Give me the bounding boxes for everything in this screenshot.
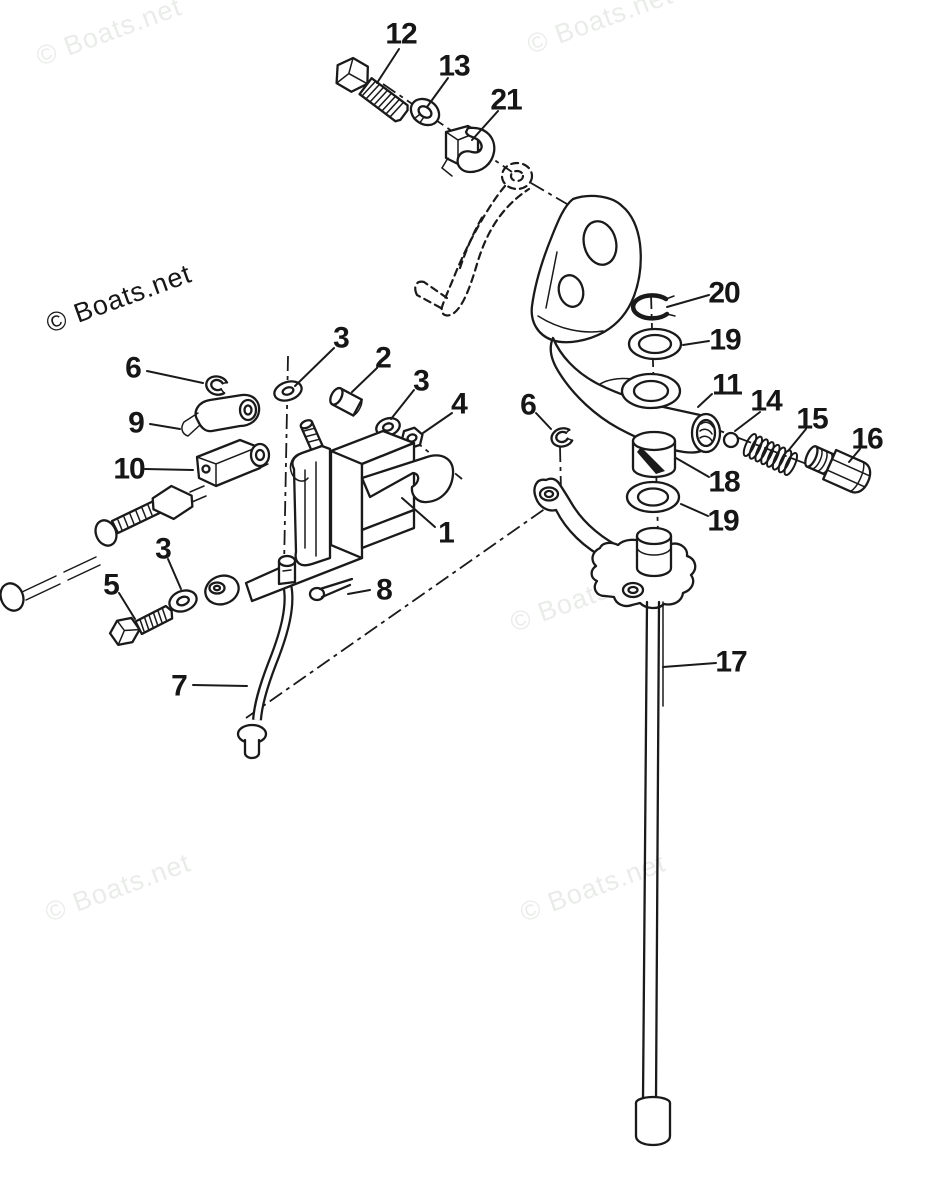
boats-net-watermark: © Boats.net bbox=[516, 847, 670, 927]
part-10-cable-connector bbox=[195, 438, 271, 488]
part-label-21: 21 bbox=[490, 84, 522, 117]
part-label-12: 12 bbox=[385, 18, 417, 51]
part-14-detent-ball bbox=[722, 431, 740, 449]
part-17-shift-shaft bbox=[634, 600, 672, 1147]
part-label-2: 2 bbox=[375, 342, 391, 375]
part-9-link bbox=[181, 393, 261, 437]
part-16-detent-plug bbox=[804, 445, 872, 494]
leader-line-part-10 bbox=[144, 468, 194, 471]
leader-line-part-16 bbox=[848, 448, 861, 463]
part-5-bolt bbox=[108, 604, 174, 647]
part-label-6: 6 bbox=[125, 352, 141, 385]
leader-line-part-21 bbox=[471, 110, 499, 141]
part-6-eclip-left bbox=[205, 375, 229, 396]
leader-line-part-18 bbox=[675, 457, 710, 478]
part-label-3: 3 bbox=[413, 365, 429, 398]
boats-net-watermark: © Boats.net bbox=[32, 0, 186, 72]
part-18-bushing bbox=[631, 430, 677, 479]
part-1-shift-bracket bbox=[204, 419, 455, 606]
leader-line-part-12 bbox=[376, 48, 400, 84]
part-7-link-rod bbox=[236, 582, 294, 760]
part-label-18: 18 bbox=[708, 466, 740, 499]
leader-line-part-1 bbox=[401, 497, 436, 528]
leader-line-part-14 bbox=[734, 411, 761, 432]
part-19-washer-lower bbox=[625, 480, 681, 514]
leader-line-part-5 bbox=[118, 592, 136, 620]
leader-line-part-4 bbox=[422, 412, 453, 434]
part-label-20: 20 bbox=[708, 277, 740, 310]
part-label-15: 15 bbox=[796, 403, 828, 436]
leader-line-part-9 bbox=[149, 423, 181, 430]
part-12-bolt bbox=[335, 56, 409, 123]
part-15-spring bbox=[742, 432, 799, 477]
leader-line-part-2 bbox=[351, 367, 378, 393]
part-label-3: 3 bbox=[333, 322, 349, 355]
part-label-19: 19 bbox=[707, 505, 739, 538]
part-label-8: 8 bbox=[376, 574, 392, 607]
part-label-16: 16 bbox=[851, 423, 883, 456]
leader-line-part-19 bbox=[680, 503, 709, 517]
leader-line-part-13 bbox=[426, 77, 449, 108]
shift-arm-plate bbox=[533, 477, 697, 610]
part-label-17: 17 bbox=[715, 646, 747, 679]
part-label-7: 7 bbox=[171, 670, 187, 703]
boats-net-watermark: © Boats.net bbox=[42, 258, 196, 338]
leader-line-part-3 bbox=[390, 389, 415, 420]
leader-line-part-6 bbox=[146, 370, 204, 384]
part-label-10: 10 bbox=[113, 453, 145, 486]
part-label-6: 6 bbox=[520, 389, 536, 422]
leader-line-part-19 bbox=[682, 340, 710, 346]
part-label-9: 9 bbox=[128, 407, 144, 440]
leader-line-part-3 bbox=[294, 347, 335, 387]
part-21-cable-clamp bbox=[441, 124, 496, 177]
part-label-4: 4 bbox=[451, 388, 468, 421]
part-8-cotter-pin bbox=[308, 577, 354, 602]
part-label-14: 14 bbox=[750, 385, 783, 418]
leader-line-part-7 bbox=[192, 684, 248, 687]
leader-line-part-20 bbox=[666, 294, 710, 308]
leader-line-part-15 bbox=[787, 428, 807, 452]
ghost-lever-outline bbox=[414, 161, 534, 317]
part-11-pivot-bracket bbox=[530, 194, 722, 454]
throttle-cable bbox=[0, 484, 207, 612]
boats-net-watermark: © Boats.net bbox=[523, 0, 677, 60]
part-6-eclip-right bbox=[550, 427, 574, 448]
part-label-5: 5 bbox=[103, 569, 119, 602]
leader-line-part-3 bbox=[167, 558, 182, 590]
leader-line-part-8 bbox=[347, 589, 371, 595]
part-20-snap-ring bbox=[630, 293, 676, 321]
part-label-13: 13 bbox=[438, 50, 470, 83]
leader-line-part-11 bbox=[697, 393, 713, 408]
leader-line-part-6 bbox=[535, 412, 552, 430]
part-label-11: 11 bbox=[712, 369, 742, 402]
part-19-washer-upper bbox=[627, 327, 683, 361]
part-label-3: 3 bbox=[155, 533, 171, 566]
part-13-lock-washer bbox=[409, 97, 441, 127]
part-2-pin bbox=[329, 386, 363, 417]
boats-net-watermark: © Boats.net bbox=[41, 847, 195, 927]
part-3-washer-bottom bbox=[168, 589, 198, 613]
part-label-1: 1 bbox=[438, 517, 454, 550]
leader-line-part-17 bbox=[662, 662, 717, 668]
part-label-19: 19 bbox=[709, 324, 741, 357]
